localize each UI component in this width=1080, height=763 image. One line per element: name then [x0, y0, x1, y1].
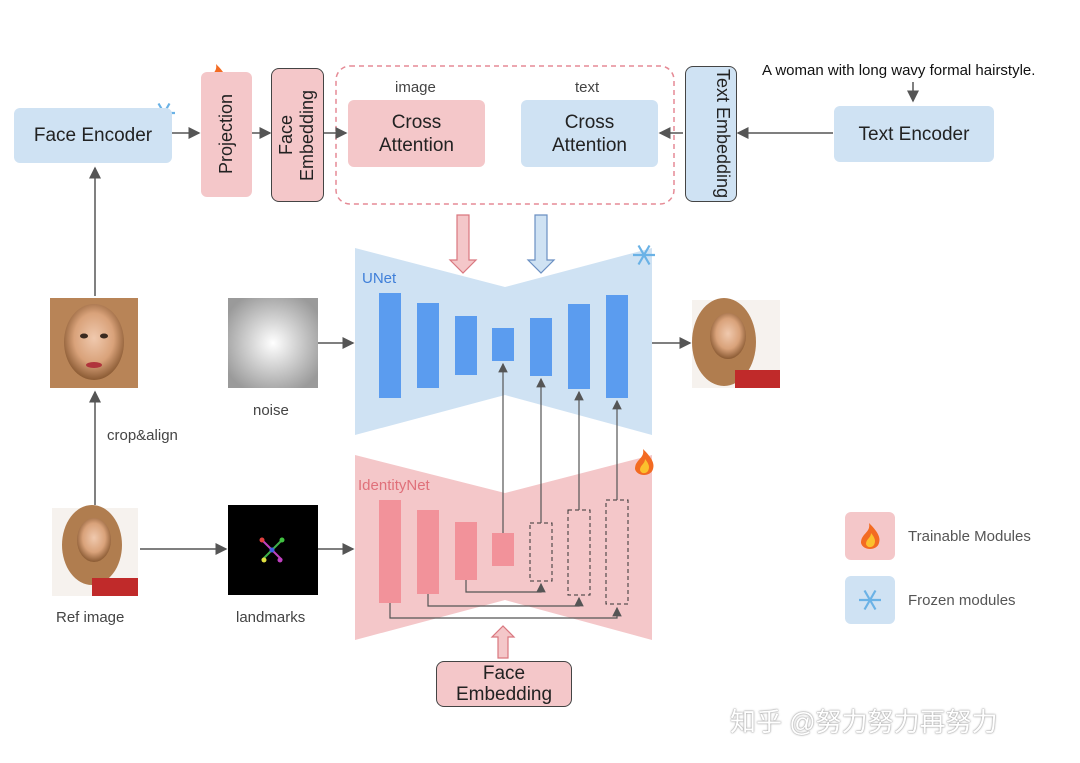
- text-encoder-box: Text Encoder: [834, 106, 994, 162]
- unet-block-4: [492, 328, 514, 361]
- legend-snowflake-icon: [859, 589, 881, 611]
- unet-block-7: [606, 295, 628, 398]
- cross-attention-text-caption: text: [575, 79, 600, 96]
- unet-block-1: [379, 293, 401, 398]
- output-face-image: [692, 298, 780, 388]
- projection-box: Projection: [201, 72, 252, 197]
- snowflake-icon-unet: [633, 244, 655, 266]
- identity-block-1: [379, 500, 401, 603]
- legend-flame-icon: [861, 523, 880, 549]
- text-encoder-label: Text Encoder: [858, 123, 970, 145]
- face-embedding-top-box: Face Embedding: [271, 68, 324, 202]
- identity-block-4: [492, 533, 514, 566]
- identity-block-2: [417, 510, 439, 594]
- cross-attention-text-label: Cross Attention: [552, 111, 627, 156]
- landmarks-points: [259, 537, 285, 563]
- ref-image-label: Ref image: [56, 609, 125, 626]
- cross-attention-image-box: Cross Attention: [348, 100, 485, 167]
- text-embedding-box: Text Embedding: [685, 66, 737, 202]
- unet-block-3: [455, 316, 477, 375]
- face-embedding-top-label: Face Embedding: [275, 89, 317, 181]
- unet-label: UNet: [362, 270, 397, 287]
- projection-label: Projection: [216, 94, 236, 175]
- noise-label: noise: [253, 402, 289, 419]
- landmarks-label: landmarks: [236, 609, 306, 626]
- unet-block-6: [568, 304, 590, 389]
- legend-frozen-label: Frozen modules: [908, 592, 1016, 609]
- face-embedding-bottom-box: Face Embedding: [436, 661, 572, 707]
- face-embedding-bottom-label: Face Embedding: [455, 663, 553, 705]
- noise-image: [228, 298, 318, 388]
- watermark-text: 知乎 @努力努力再努力: [730, 707, 998, 737]
- legend-trainable-label: Trainable Modules: [908, 528, 1031, 545]
- face-embedding-arrow: [490, 625, 516, 659]
- face-encoder-label: Face Encoder: [33, 125, 153, 146]
- unet-block-2: [417, 303, 439, 388]
- text-embedding-label: Text Embedding: [713, 69, 733, 199]
- crop-align-label: crop&align: [107, 427, 178, 444]
- aligned-face-image: [50, 298, 138, 388]
- prompt-text: A woman with long wavy formal hairstyle.: [762, 62, 1036, 79]
- unet-block-5: [530, 318, 552, 376]
- identity-block-3: [455, 522, 477, 580]
- image-cond-arrow: [448, 214, 478, 274]
- flame-icon-identitynet: [635, 449, 654, 475]
- ref-face-image: [52, 505, 138, 596]
- identitynet-label: IdentityNet: [358, 477, 430, 494]
- cross-attention-image-caption: image: [395, 79, 436, 96]
- cross-attention-image-label: Cross Attention: [379, 111, 454, 156]
- face-encoder-box: Face Encoder: [14, 108, 172, 163]
- text-cond-arrow: [526, 214, 556, 274]
- cross-attention-text-box: Cross Attention: [521, 100, 658, 167]
